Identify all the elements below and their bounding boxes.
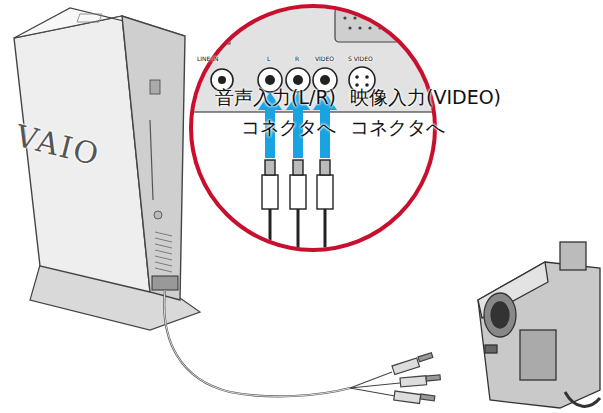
camera-side-plugs xyxy=(350,353,440,404)
av-cable xyxy=(164,290,350,396)
pc-front xyxy=(122,16,185,300)
pc-slot-line xyxy=(150,120,153,200)
pc-drive-slot xyxy=(150,80,160,94)
port-label: VIDEO xyxy=(315,56,334,62)
camcorder xyxy=(478,242,600,408)
pc-vents xyxy=(155,232,172,272)
port-label: L xyxy=(267,56,270,62)
pc-top-button xyxy=(77,14,102,22)
pc-power-button xyxy=(154,211,162,219)
pc-front-ports xyxy=(152,276,178,290)
port-label: LINE IN xyxy=(197,56,219,62)
port-label: S VIDEO xyxy=(348,56,373,62)
connector-callout: 音声入力(L/R) コネクタへ xyxy=(176,82,336,143)
port-label: R xyxy=(295,56,299,62)
connector-callout: 映像入力(VIDEO) コネクタへ xyxy=(350,82,535,143)
av-cable-highlight xyxy=(164,290,350,396)
